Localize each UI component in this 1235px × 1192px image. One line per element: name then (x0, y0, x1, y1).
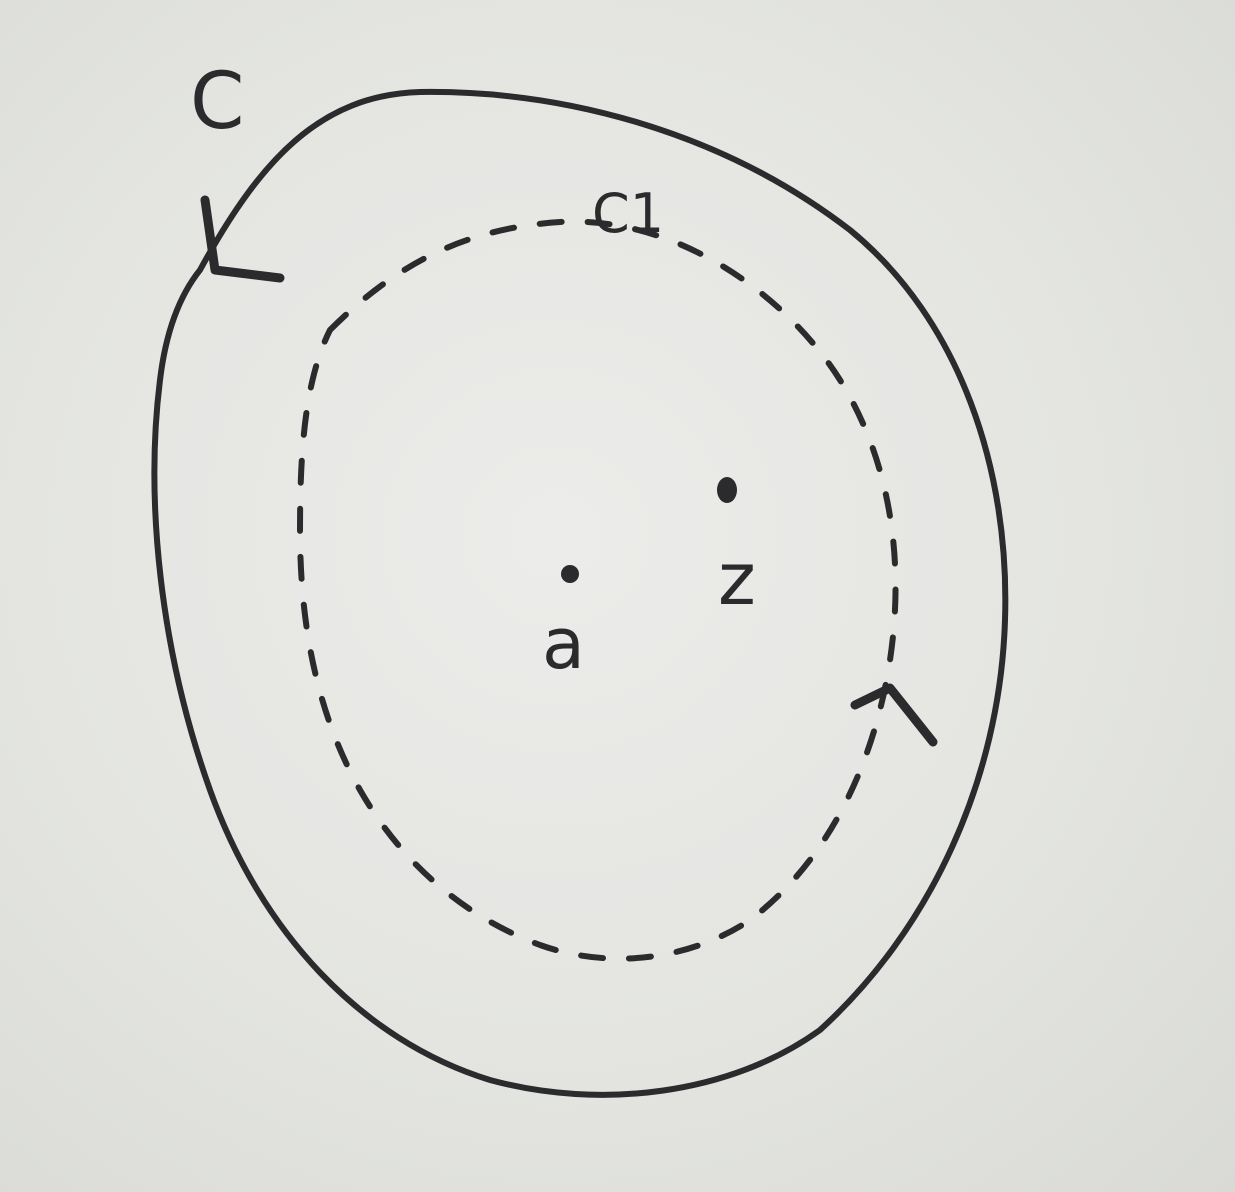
inner-contour-c1 (297, 218, 899, 962)
interior-point-dot (717, 477, 737, 503)
outer-contour-c (151, 88, 1009, 1098)
interior-point-label: z (718, 537, 756, 621)
center-point-dot (561, 565, 579, 583)
inner-arrow-icon (850, 683, 938, 747)
outer-arrow-icon (200, 195, 285, 283)
center-point-label: a (542, 603, 585, 685)
outer-contour-label: C (190, 57, 244, 147)
inner-contour-label: C1 (592, 182, 664, 245)
